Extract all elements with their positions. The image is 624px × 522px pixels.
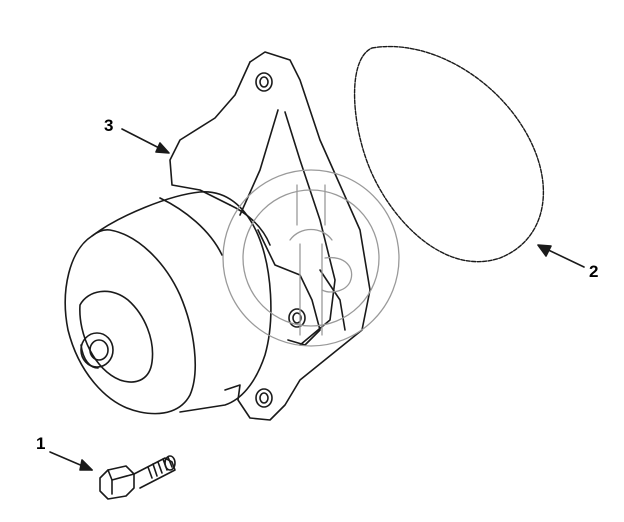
leader-arrow-1 (49, 451, 93, 471)
gasket-icon (353, 45, 545, 263)
bolt-icon (99, 455, 176, 500)
leader-arrow-3 (121, 128, 170, 154)
callout-label-2: 2 (589, 262, 599, 281)
callout-label-3: 3 (104, 116, 114, 135)
callout-label-1: 1 (36, 434, 46, 453)
water-pump-icon (64, 51, 371, 421)
seal-watermark-icon (222, 169, 400, 347)
leader-arrow-2 (537, 244, 585, 268)
